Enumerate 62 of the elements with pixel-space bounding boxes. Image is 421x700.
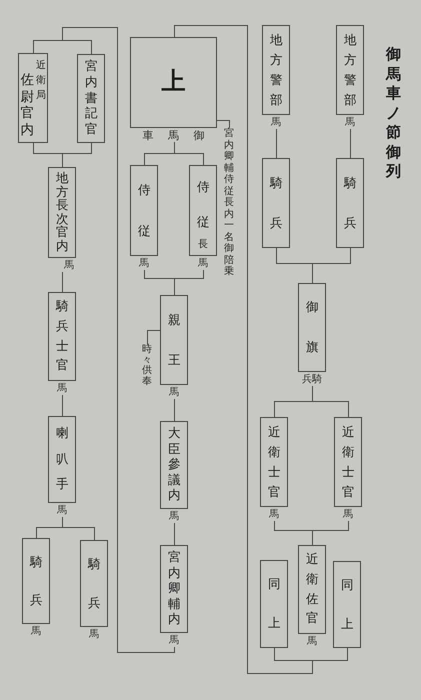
title-text: 御馬車ノ節御列: [386, 46, 401, 182]
annotation-label: 馬: [57, 505, 67, 517]
connector-line: [174, 398, 175, 422]
rank-label: 侍従: [138, 182, 150, 240]
connector-line: [276, 128, 277, 158]
rank-label: 騎兵: [88, 556, 100, 612]
rank-label: 近衛士官: [268, 424, 280, 501]
rank-label: 同上: [268, 576, 280, 632]
connector-line: [33, 27, 175, 653]
rank-label: 騎兵: [270, 175, 282, 232]
connector-line: [274, 520, 313, 546]
annotation-label: 馬: [345, 117, 355, 129]
annotation-label: 馬: [307, 636, 317, 648]
annotation-label: 兵騎: [302, 374, 322, 386]
connector-line: [174, 25, 313, 674]
rank-label: 大臣參議内: [168, 426, 180, 504]
connector-line: [33, 142, 63, 168]
rank-label: 宮内卿輔内: [168, 550, 180, 628]
leader-line: [216, 120, 230, 128]
annotation-label: 馬: [169, 511, 179, 523]
rank-label: 長: [198, 239, 208, 251]
annotation-label: 馬: [31, 626, 41, 638]
rank-label: 地方警部: [344, 32, 356, 109]
rank-label: 地方警部: [270, 32, 282, 109]
rank-label: 騎兵: [30, 554, 42, 609]
rank-label: 近衛士官: [342, 424, 354, 501]
note-text: 時々供奉: [142, 345, 152, 387]
annotation-label: 馬: [169, 635, 179, 647]
rank-label: 佐尉官内: [20, 72, 34, 138]
annotation-label: 馬: [64, 260, 74, 272]
rank-label: 親王: [168, 312, 180, 369]
rank-label: 御旗: [306, 299, 318, 356]
annotation-label: 馬: [343, 509, 353, 521]
rank-label: 近衛佐官: [306, 551, 318, 628]
annotation-label: 馬: [89, 629, 99, 641]
rank-label: 騎兵: [344, 175, 356, 232]
connector-line: [350, 128, 351, 158]
connector-line: [36, 516, 63, 538]
connector-line: [144, 142, 175, 166]
rank-label: 同上: [340, 577, 354, 632]
annotation-label: 馬: [271, 117, 281, 129]
rank-label: 上: [162, 68, 186, 97]
annotation-label: 馬: [139, 258, 149, 270]
rank-label: 宮内書記官: [84, 59, 98, 138]
rank-label: 地方長次官内: [56, 172, 68, 253]
rank-label: 騎兵士官: [56, 298, 68, 374]
annotation-label: 馬: [57, 383, 67, 395]
connector-line: [144, 270, 175, 296]
connector-line: [174, 522, 175, 546]
annotation-label: 馬: [269, 509, 279, 521]
connector-line: [276, 248, 313, 284]
rank-label: 侍従: [196, 179, 210, 230]
rank-label: 近衛局: [36, 58, 46, 103]
note-text: 宮内卿輔侍従長内一名御陪乗: [224, 128, 234, 278]
leader-line: [147, 330, 160, 346]
annotation-label: 馬: [198, 258, 208, 270]
rank-label: 喇叭手: [56, 425, 68, 494]
connector-line: [274, 386, 313, 418]
annotation-label: 馬: [169, 387, 179, 399]
connector-line: [62, 394, 63, 416]
connector-line: [62, 272, 63, 292]
annotation-label: 車馬御: [142, 130, 204, 142]
